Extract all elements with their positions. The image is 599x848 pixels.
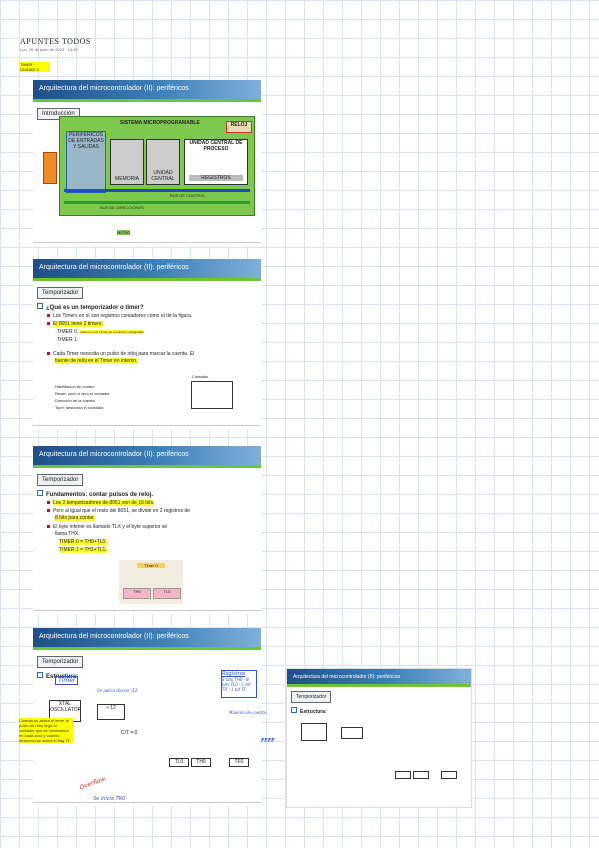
tf-box: TF0 [229,758,249,767]
bullet-line: Los 2 temporizadores de 8051 son de 16 b… [47,500,155,507]
bullet-line: Tope: desborda el contador. [55,405,105,410]
slide-banner: Arquitectura del microcontrolador (II): … [33,628,261,650]
diagram-mem-block: MEMORIA [110,139,144,185]
slide-rule [33,242,261,243]
diagram-system-label: SISTEMA MICROPROGRAMABLE [120,120,200,126]
tab-temporizador: Temporizador [37,656,84,668]
ct-label: C/T = 0 [121,730,138,736]
divider-box [341,727,363,739]
bullet-line: Habilitación de conteo. [55,384,96,389]
diagram-clock-block: RELOJ [226,121,252,133]
regs-label: REGISTROS [189,175,243,181]
slide-temporizador-3: Arquitectura del microcontrolador (II): … [19,628,275,806]
header-highlight: TIMER · UNIDAD 4 [20,62,50,72]
yellow-sticky-note: Cuando se activa el timer, el pulso de r… [19,718,73,743]
slide-rule [33,610,261,611]
handwritten-note: Overflow [78,775,107,792]
bullet-line: Estructura: [37,672,78,681]
central-label: UNIDAD CENTRAL [151,170,175,182]
slide-banner: Arquitectura del microcontrolador (II): … [33,446,261,468]
slide-banner: Arquitectura del microcontrolador (II): … [287,669,471,687]
bullet-line: Estructura: [291,707,327,716]
bullet-line: Cada Timer necesita un pulso de reloj pa… [47,351,194,358]
page-title: APUNTES TODOS [20,37,91,46]
counter-label: Contador [192,374,209,379]
slide-introduccion: Arquitectura del microcontrolador (II): … [33,80,261,246]
tab-temporizador: Temporizador [291,691,332,703]
bullet-line: Reset: pone a cero el contador. [55,391,111,396]
handwritten-note: Se inicia TR0 [93,796,126,802]
bullet-line: El 8051 tiene 2 timers: [47,321,103,328]
registers-title: Registros [222,671,246,677]
bullet-line: Pero al igual que el resto del 8051, se … [47,508,190,515]
slide-temporizador-4: Arquitectura del microcontrolador (II): … [286,668,472,808]
tl-box [395,771,411,779]
bullet-line: TIMER 1. [57,337,79,343]
io-label: PERIFÉRICOS DE ENTRADAS Y SALIDAS [68,132,104,150]
bus-data-bar [64,189,250,192]
th-box [413,771,429,779]
question-bullet: ¿Qué es un temporizador o timer? [37,303,144,312]
timer-register-figure: Timer 0 TH0 TL0 [119,560,183,604]
tab-temporizador: Temporizador [37,474,84,486]
slide-rule [33,425,261,426]
bullet-line: TIMER 0 = TH0+TL0. [59,539,107,545]
clock-label: RELOJ [230,122,248,128]
handwritten-note: Timer [55,676,79,685]
page-date: Lun, 26 de junio de 2023 · 13:40 [20,47,78,52]
tab-temporizador: Temporizador [37,287,84,299]
bullet-line: Dirección de la cuenta. [55,398,96,403]
handwritten-note: FFFF [261,738,275,744]
diagram-central-block: UNIDAD CENTRAL [146,139,180,185]
bullet-line: Los Timers en sí son registros contadore… [47,313,192,320]
external-peripherals-block [43,152,57,184]
th-box: TH0 [191,758,211,767]
bullet-line: El byte inferior es llamado TLX y el byt… [47,524,167,531]
bullet-line: 8 bits para contar. [55,515,95,521]
diagram-foot-label: MICRO [117,230,131,235]
slide-title: Arquitectura del microcontrolador (II): … [293,674,400,680]
handwritten-note: Se aplica divisor /12 [97,688,138,693]
registers-list: 8 bits TH0 · 8 bits TL0 · 1 bit TR · 1 b… [222,677,251,692]
mem-label: MEMORIA [115,176,139,182]
tl-register: TL0 [153,588,181,599]
slide-temporizador-1: Arquitectura del microcontrolador (II): … [33,259,261,429]
xtal-oscillator-box [301,723,327,741]
timer-label: Timer 0 [137,563,165,568]
slide-banner: Arquitectura del microcontrolador (II): … [33,259,261,281]
slide-title: Arquitectura del microcontrolador (II): … [39,451,189,458]
slide-temporizador-2: Arquitectura del microcontrolador (II): … [33,446,261,614]
xtal-oscillator-box: XTAL OSCILLATOR [49,700,81,722]
bus-ctrl-label: BUS DE CONTROL [170,193,206,198]
bullet-line: TIMER 0. Cada uno con 16 bits de resoluc… [57,329,144,335]
handwritten-note: Máximo de cuenta [229,710,267,715]
th-register: TH0 [123,588,151,599]
tl-box: TL0 [169,758,189,767]
diagram-cpu-block: UNIDAD CENTRAL DE PROCESO REGISTROS [184,139,248,185]
bus-addr-label: BUS DE DIRECCIONES [100,205,144,210]
bullet-line: fuente de reloj es el Timer en interno. [55,358,138,364]
bus-addr-bar [64,201,250,204]
page-header: APUNTES TODOS Lun, 26 de junio de 2023 ·… [20,38,91,72]
bullet-line: Fundamentos: contar pulsos de reloj. [37,490,153,499]
micro-block-diagram: SISTEMA MICROPROGRAMABLE PERIFÉRICOS DE … [59,116,255,216]
slide-banner: Arquitectura del microcontrolador (II): … [33,80,261,102]
bullet-line: TIMER 1 = TH1+TL1. [59,547,107,553]
diagram-io-block: PERIFÉRICOS DE ENTRADAS Y SALIDAS [66,131,106,193]
slide-title: Arquitectura del microcontrolador (II): … [39,264,189,271]
slide-rule [33,802,261,803]
bullet-line: llama THX. [55,531,80,537]
registers-note: Registros 8 bits TH0 · 8 bits TL0 · 1 bi… [221,670,257,698]
slide-title: Arquitectura del microcontrolador (II): … [39,85,189,92]
cpu-label: UNIDAD CENTRAL DE PROCESO [189,140,243,152]
slide-title: Arquitectura del microcontrolador (II): … [39,633,189,640]
tf-box [441,771,457,779]
counter-diagram: Contador [191,374,233,409]
divider-box: ÷ 12 [97,704,125,720]
